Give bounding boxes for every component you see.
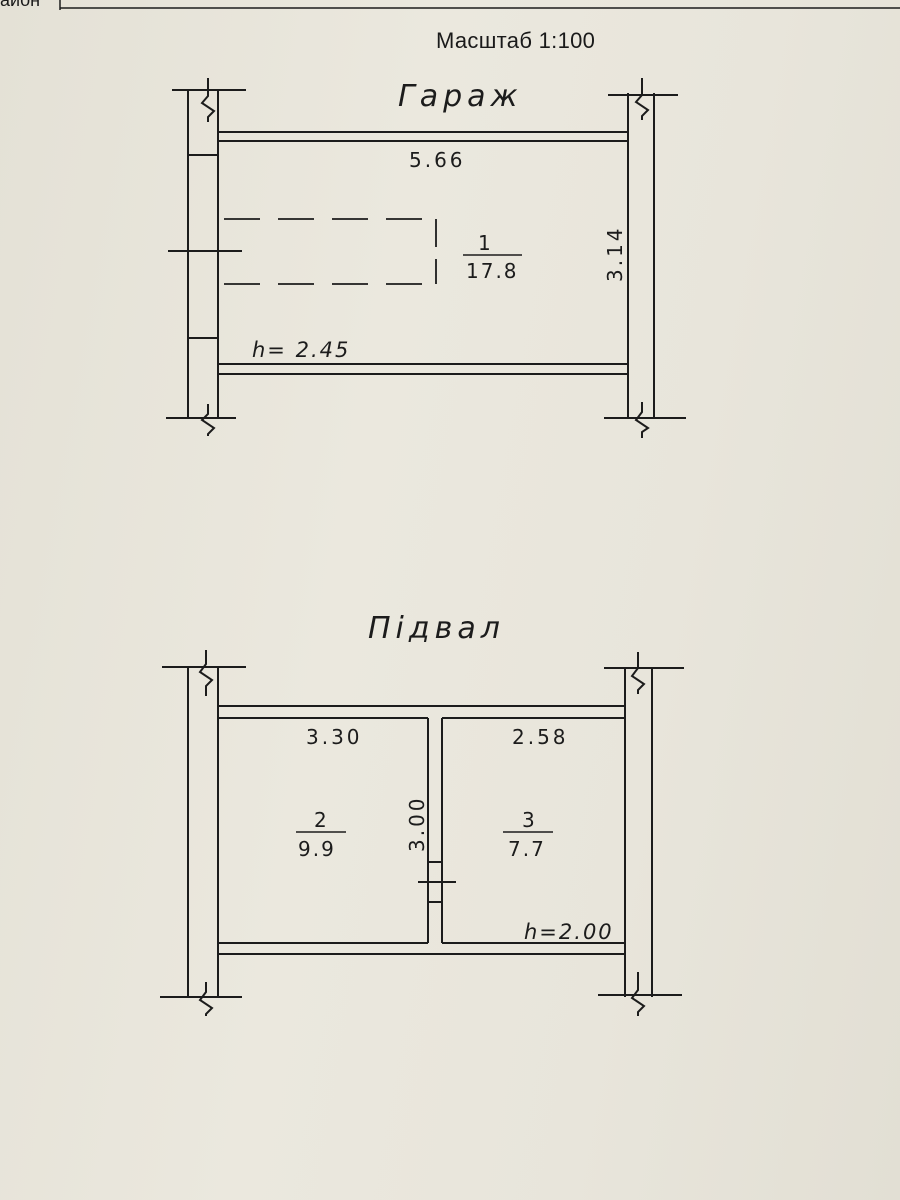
garage-height-label: h= 2.45	[252, 338, 350, 362]
garage-title: Гараж	[398, 79, 523, 114]
basement-wall-length: 3.00	[405, 795, 429, 852]
garage-room-area: 17.8	[466, 259, 519, 283]
basement-top-wall	[218, 705, 625, 719]
basement-plan	[160, 650, 684, 1016]
header-border-line	[59, 0, 900, 10]
basement-partition-wall	[418, 718, 456, 943]
basement-room3-length: 2.58	[512, 725, 569, 749]
garage-plan	[166, 78, 686, 438]
basement-room2-length: 3.30	[306, 725, 363, 749]
basement-room2-area: 9.9	[298, 837, 336, 861]
basement-room3-number: 3	[522, 808, 535, 832]
basement-left-wall	[160, 650, 246, 1016]
garage-room-number: 1	[478, 231, 491, 255]
garage-width-label: 3.14	[603, 225, 627, 282]
header-corner-text: айон	[0, 0, 41, 10]
basement-height-label: h=2.00	[524, 920, 614, 944]
garage-top-wall	[218, 131, 628, 142]
scale-label: Масштаб 1:100	[436, 28, 596, 53]
garage-inspection-pit	[224, 218, 437, 285]
garage-length-label: 5.66	[409, 148, 466, 172]
basement-title: Підвал	[368, 611, 505, 646]
garage-bottom-wall	[218, 363, 628, 375]
basement-bottom-wall	[218, 942, 625, 955]
basement-room3-area: 7.7	[508, 837, 546, 861]
basement-room2-number: 2	[314, 808, 327, 832]
